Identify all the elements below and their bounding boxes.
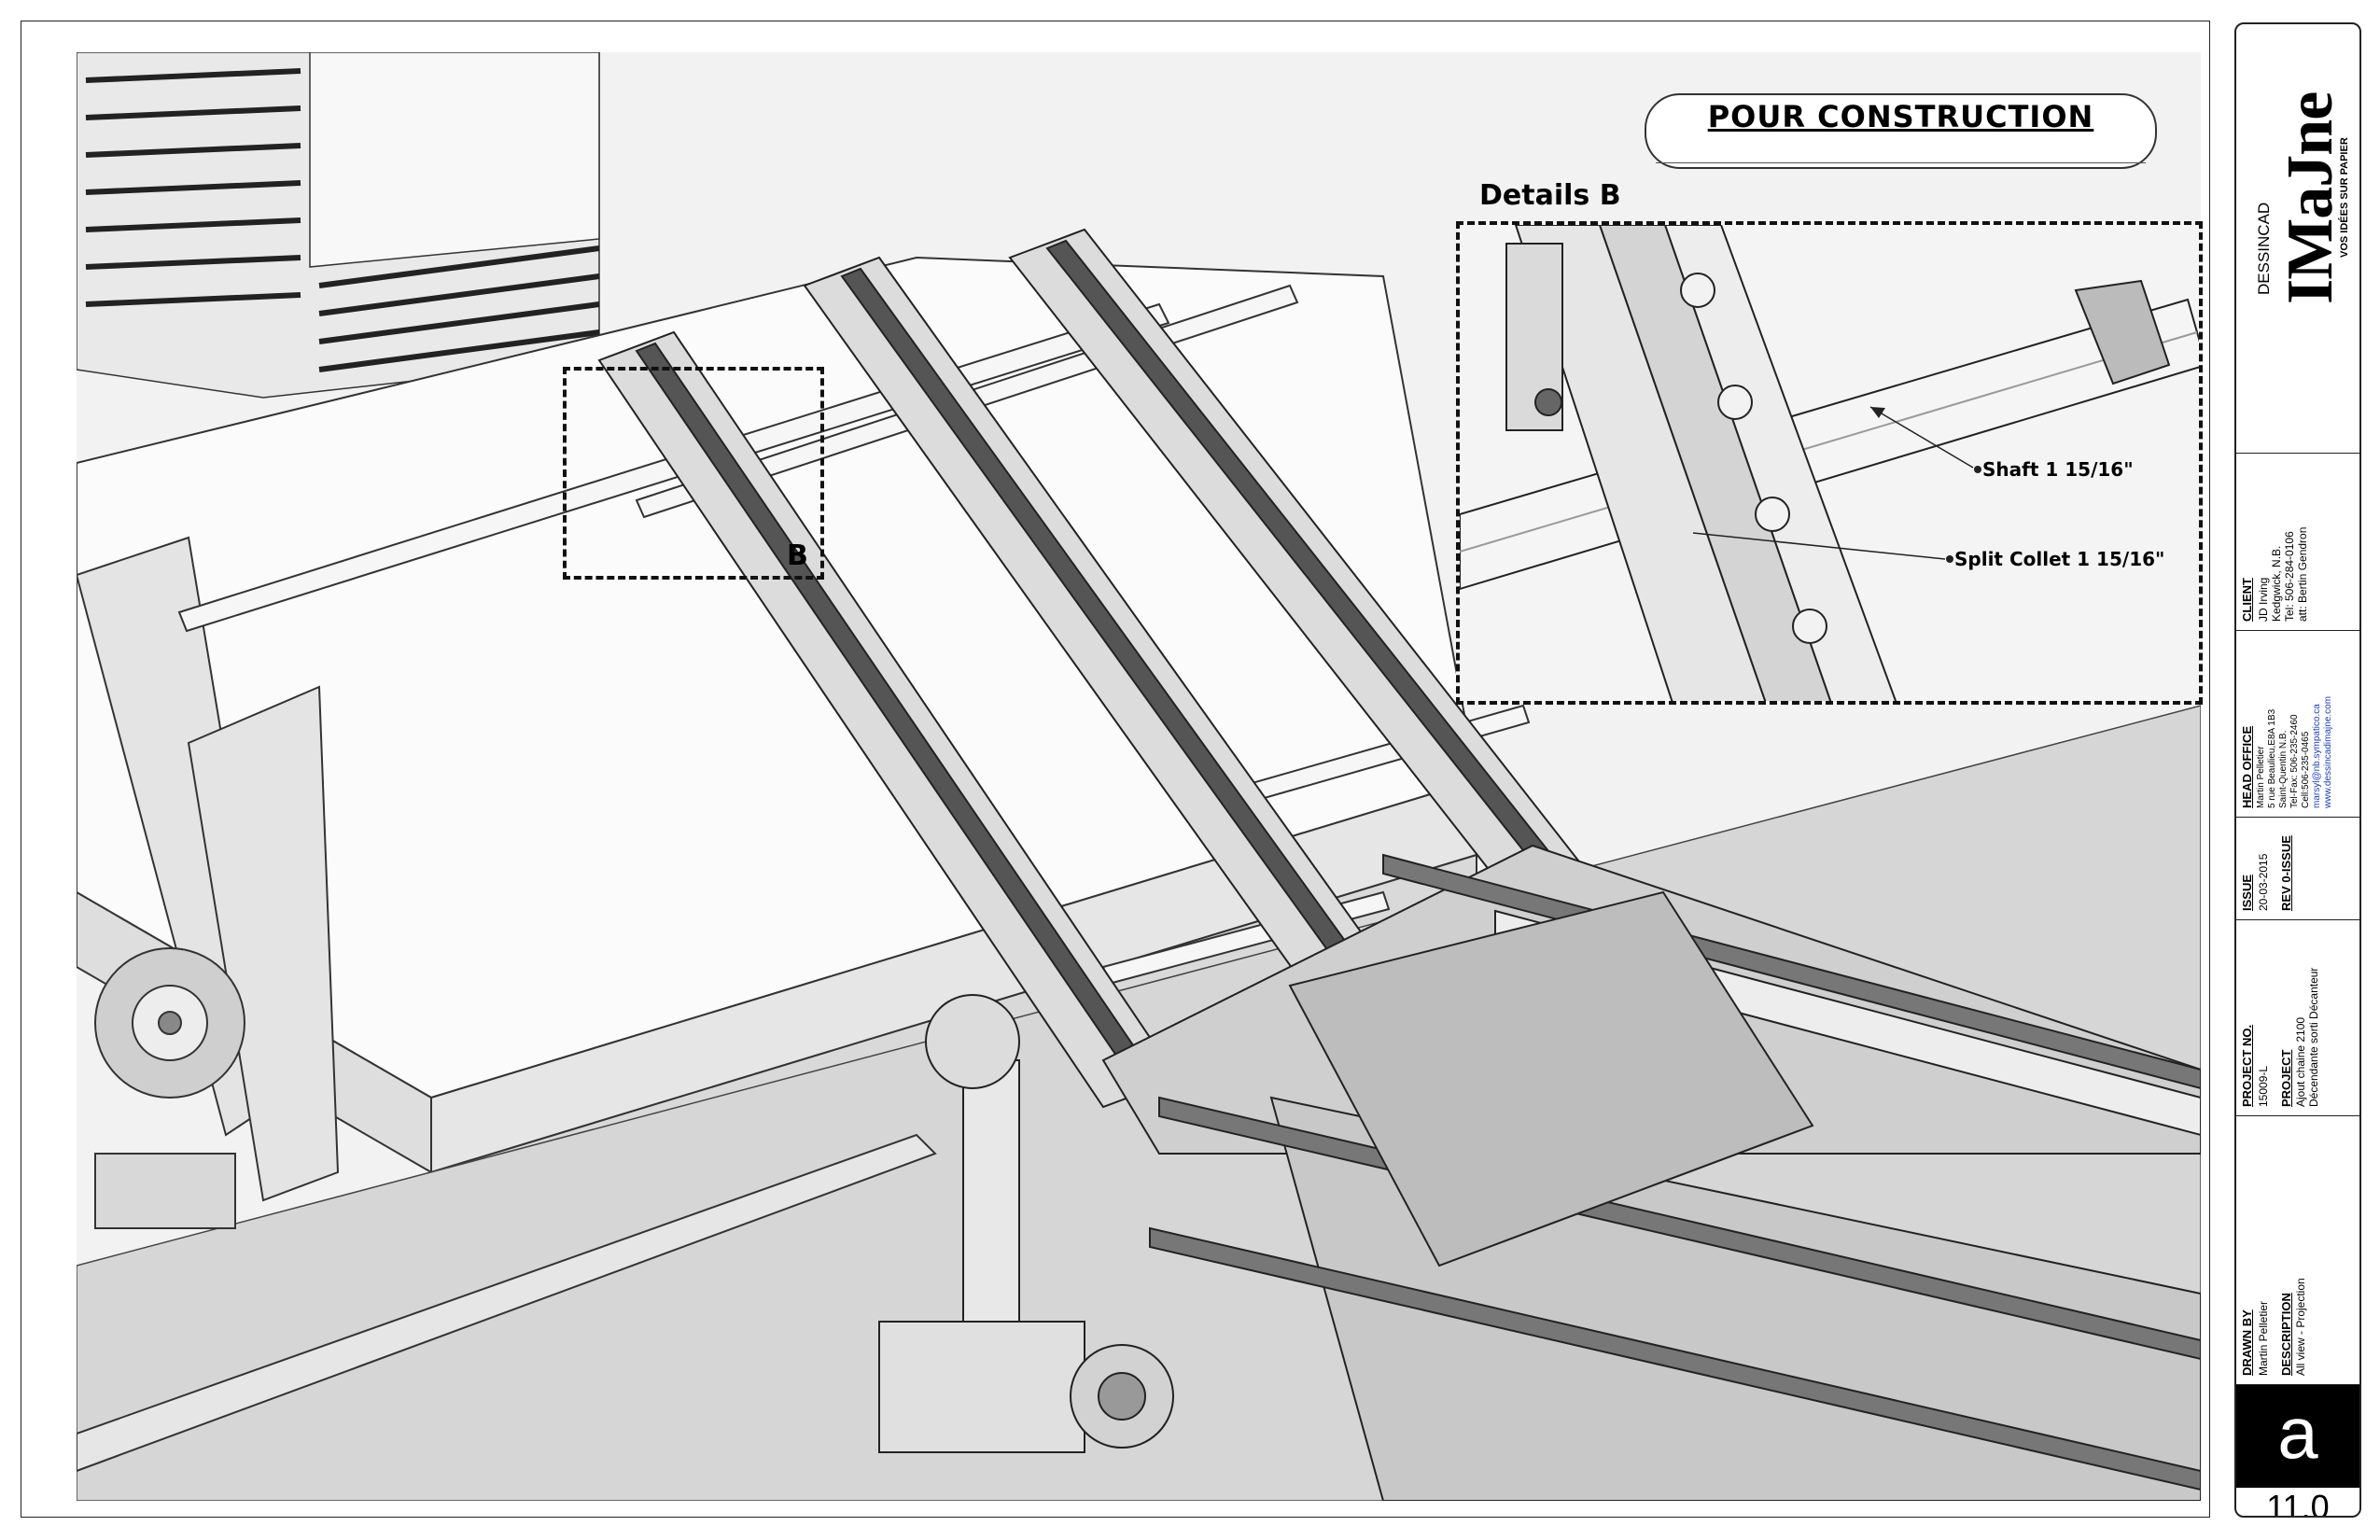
detail-b-marker-box [563, 367, 824, 580]
client-cell: CLIENT JD Irving Kedgwick, N.B. Tel: 506… [2236, 454, 2359, 631]
detail-b-drawing [1460, 225, 2199, 701]
conveyor-isometric-drawing [77, 52, 2201, 1501]
logo-top-label: DESSINCAD [2255, 202, 2273, 295]
issue-heading: ISSUE [2240, 874, 2254, 911]
title-block: DESSINCAD IMaJne VOS IDÉES SUR PAPIER CL… [2234, 22, 2361, 1518]
drawn-by-value: Martin Pelletier [2257, 1300, 2270, 1376]
project-number-heading: PROJECT NO. [2240, 1024, 2254, 1107]
logo-tagline: VOS IDÉES SUR PAPIER [2339, 137, 2350, 258]
stamp-text: POUR CONSTRUCTION [1707, 99, 2094, 134]
website-link[interactable]: www.dessincadimajne.com [2323, 695, 2333, 808]
base-rail [77, 1133, 937, 1473]
detail-title: Details B [1479, 179, 1621, 212]
sloped-chain-conveyors [597, 228, 1590, 1109]
client-line: att: Bertin Gendron [2296, 526, 2309, 622]
project-cell: PROJECT NO. 15009-L PROJECT Ajout chaine… [2236, 920, 2359, 1116]
left-drive-frame [77, 536, 340, 1229]
stamp-underline [1656, 162, 2146, 163]
revision-box: a [2236, 1385, 2359, 1488]
shaft-callout: Shaft 1 15/16" [1982, 458, 2134, 481]
project-line: Ajout chaine 2100 [2294, 1016, 2307, 1107]
lower-conveyor [1101, 844, 2201, 1501]
revision-letter: a [2277, 1392, 2318, 1474]
split-collet-callout: Split Collet 1 15/16" [1954, 548, 2165, 570]
logo-cell: DESSINCAD IMaJne VOS IDÉES SUR PAPIER [2236, 24, 2359, 454]
issue-revision: REV 0-ISSUE [2279, 835, 2293, 911]
description-heading: DESCRIPTION [2279, 1293, 2293, 1376]
detail-b-view: Shaft 1 15/16" Split Collet 1 15/16" [1456, 221, 2203, 705]
client-line: Tel: 506-284-0106 [2283, 531, 2296, 622]
project-number: 15009-L [2257, 1065, 2270, 1107]
client-line: Kedgwick, N.B. [2270, 545, 2283, 622]
logo-brand: IMaJne [2275, 91, 2346, 304]
project-heading: PROJECT [2279, 1049, 2293, 1107]
description-value: All view - Projection [2294, 1278, 2307, 1376]
sheet-number: 11.0 [2266, 1488, 2330, 1518]
sheet-border [21, 21, 2210, 1518]
client-heading: CLIENT [2240, 578, 2254, 622]
drive-motor [878, 994, 1174, 1453]
project-line: Décendante sorti Décanteur [2307, 967, 2320, 1107]
main-drawing-view [77, 52, 2201, 1501]
head-office-cell: HEAD OFFICE Martin Pelletier 5 rue Beaul… [2236, 631, 2359, 818]
detail-b-marker-label: B [787, 539, 808, 572]
client-line: JD Irving [2257, 577, 2270, 622]
lumber-stack [77, 52, 600, 399]
issue-cell: ISSUE 20-03-2015 REV 0-ISSUE [2236, 818, 2359, 920]
drawn-by-heading: DRAWN BY [2240, 1309, 2254, 1376]
head-office-heading: HEAD OFFICE [2240, 725, 2254, 808]
construction-stamp: POUR CONSTRUCTION [1645, 93, 2157, 169]
issue-date: 20-03-2015 [2257, 853, 2270, 911]
drawn-by-cell: DRAWN BY Martin Pelletier DESCRIPTION Al… [2236, 1116, 2359, 1385]
